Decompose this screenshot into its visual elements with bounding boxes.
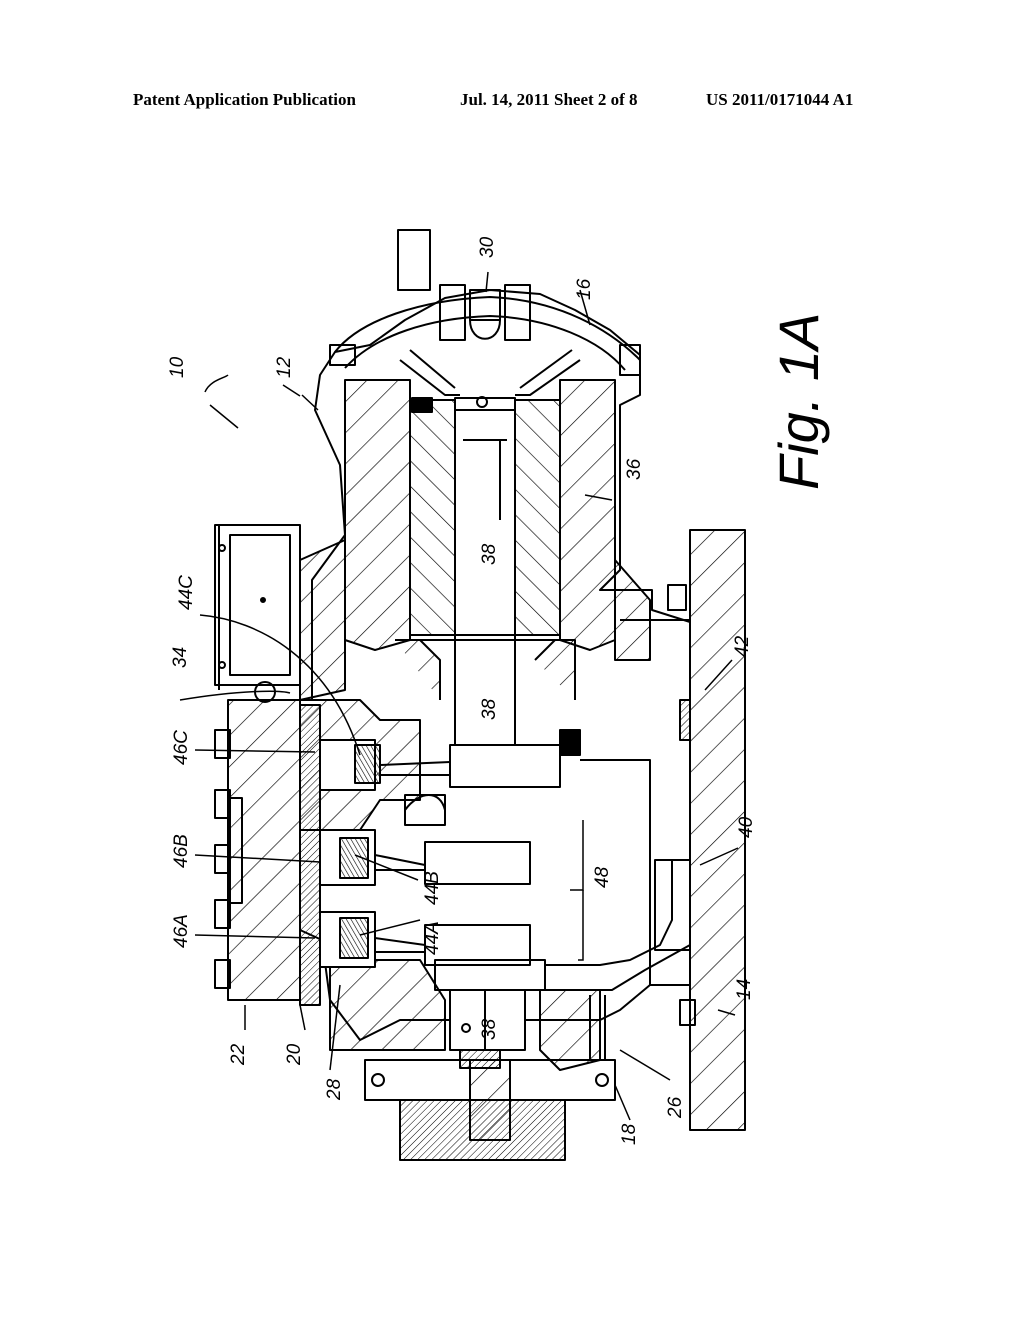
label-26: 26	[665, 1096, 686, 1119]
publication-title: Patent Application Publication	[133, 90, 356, 109]
label-48: 48	[592, 866, 613, 888]
label-42: 42	[732, 635, 753, 657]
publication-date-sheet: Jul. 14, 2011 Sheet 2 of 8	[460, 90, 638, 109]
filter-40	[654, 859, 691, 951]
label-36: 36	[624, 458, 645, 480]
label-38-middle: 38	[479, 698, 500, 720]
mounting-foot	[689, 529, 746, 1131]
cylinder-head-22	[227, 699, 301, 1001]
label-44a: 44A	[422, 921, 443, 955]
label-10: 10	[167, 356, 188, 378]
label-44c: 44C	[176, 575, 197, 610]
valve-plate-20	[299, 704, 321, 1006]
label-44b: 44B	[422, 871, 443, 905]
piston-44a	[339, 917, 369, 959]
label-20: 20	[284, 1043, 305, 1066]
label-38-lower: 38	[479, 1018, 500, 1040]
eccentric-disk-b	[424, 841, 531, 885]
label-30: 30	[477, 236, 498, 258]
label-40: 40	[736, 816, 757, 838]
label-22: 22	[228, 1043, 249, 1066]
label-46a: 46A	[171, 914, 192, 948]
rotor-shaft-upper	[454, 409, 516, 636]
label-38-upper: 38	[479, 543, 500, 565]
label-14: 14	[734, 979, 755, 1000]
eccentric-disk-c	[449, 744, 561, 788]
label-46c: 46C	[171, 730, 192, 765]
figure-caption: Fig. 1A	[767, 313, 830, 490]
label-16: 16	[574, 278, 595, 300]
label-12: 12	[274, 356, 295, 378]
publication-number: US 2011/0171044 A1	[706, 90, 854, 109]
label-18: 18	[619, 1123, 640, 1145]
label-46b: 46B	[171, 834, 192, 868]
label-28: 28	[324, 1078, 345, 1101]
label-34: 34	[170, 647, 191, 668]
